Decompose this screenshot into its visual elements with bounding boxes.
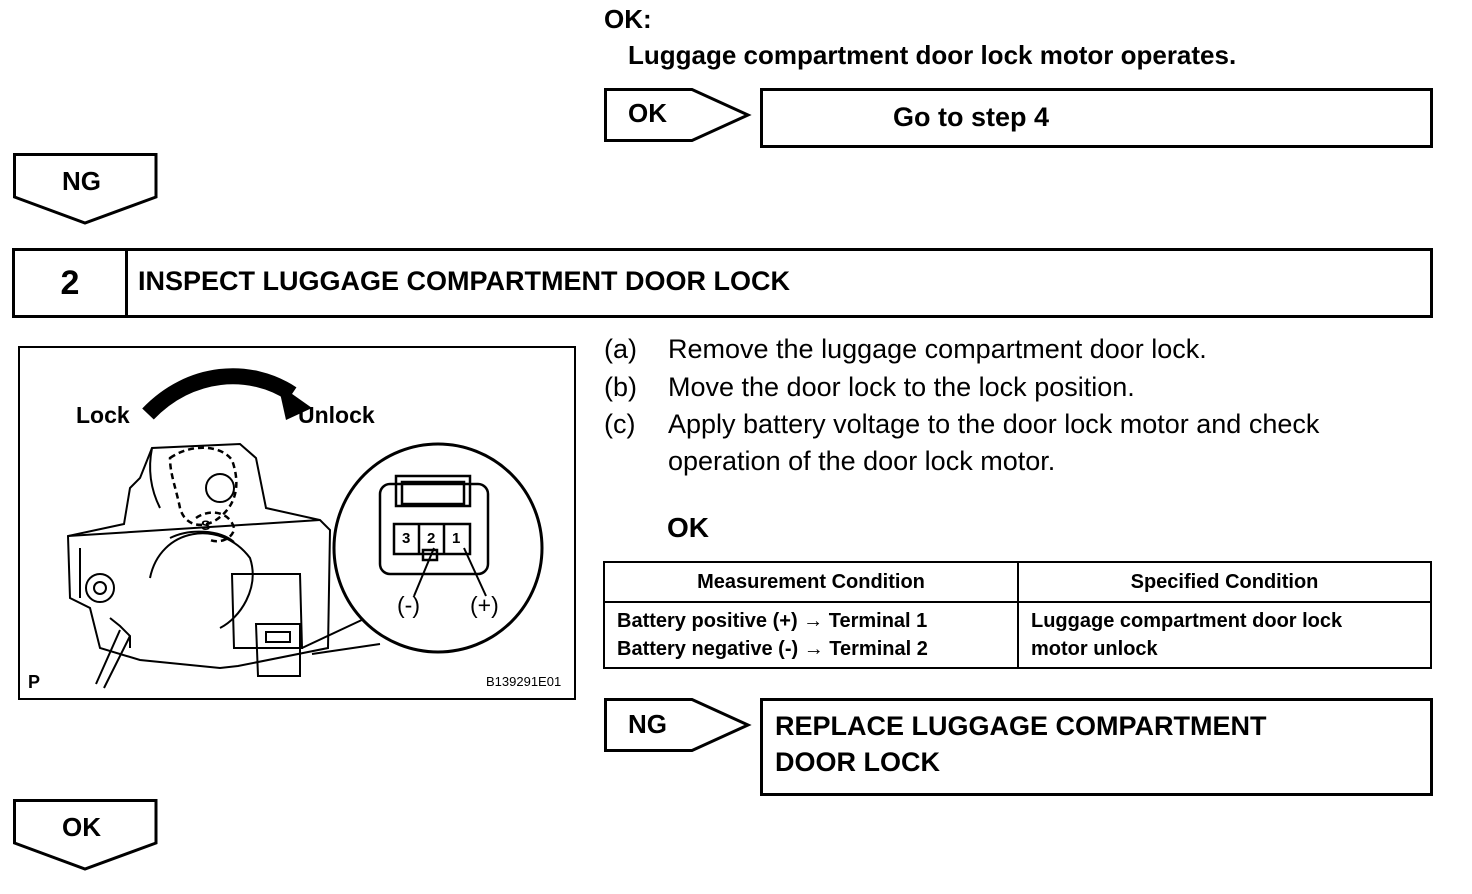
instruction-text: Remove the luggage compartment door lock…: [668, 334, 1207, 364]
ok-condition-text: Luggage compartment door lock motor oper…: [628, 40, 1237, 70]
step-header: 2 INSPECT LUGGAGE COMPARTMENT DOOR LOCK: [12, 248, 1433, 318]
replace-line-1: REPLACE LUGGAGE COMPARTMENT: [775, 711, 1267, 741]
pin-2-label: 2: [427, 530, 436, 547]
specified-condition-header: Specified Condition: [1017, 561, 1432, 603]
instruction-letter: (a): [604, 334, 637, 364]
pin-3-label: 3: [402, 530, 411, 547]
step-title: INSPECT LUGGAGE COMPARTMENT DOOR LOCK: [138, 266, 790, 296]
ok-down-tag-label: OK: [62, 812, 101, 842]
negative-terminal-label: (-): [397, 592, 420, 618]
measurement-line-1: Battery positive (+) → Terminal 1: [617, 610, 928, 632]
ng-down-arrow-tag: [13, 153, 158, 225]
rotation-arrow-icon: [142, 368, 297, 420]
ng-down-tag-label: NG: [62, 166, 101, 196]
step-number: 2: [15, 251, 128, 315]
figure-corner-label: P: [28, 672, 41, 692]
ng-tag-label: NG: [628, 709, 667, 739]
door-lock-drawing: S: [66, 368, 544, 689]
table-header-row: Measurement Condition Specified Conditio…: [603, 561, 1432, 603]
ok-heading: OK: [667, 512, 709, 543]
specification-table: Measurement Condition Specified Conditio…: [603, 561, 1432, 669]
instruction-letter: (c): [604, 409, 636, 439]
ok-down-arrow-tag: [13, 799, 158, 871]
go-to-step-box[interactable]: Go to step 4: [760, 88, 1433, 148]
door-lock-illustration: S Lock Unlock 3 2 1 (-) (+) P B139291E01: [18, 346, 576, 700]
measurement-condition-cell: Battery positive (+) → Terminal 1 Batter…: [603, 601, 1019, 669]
unlock-label: Unlock: [298, 402, 375, 428]
pin-1-label: 1: [452, 530, 461, 547]
svg-text:S: S: [201, 517, 210, 533]
figure-code: B139291E01: [486, 674, 562, 689]
measurement-condition-header: Measurement Condition: [603, 561, 1019, 603]
table-row: Battery positive (+) → Terminal 1 Batter…: [603, 601, 1432, 669]
ok-condition-label: OK:: [604, 4, 652, 34]
ok-arrow-tag: [604, 88, 752, 142]
ng-arrow-tag: [604, 698, 752, 752]
ok-tag-label: OK: [628, 98, 667, 128]
instruction-letter: (b): [604, 372, 637, 402]
lock-label: Lock: [76, 402, 130, 428]
specified-line-1: Luggage compartment door lock: [1031, 610, 1343, 632]
specified-condition-cell: Luggage compartment door lock motor unlo…: [1017, 601, 1432, 669]
specified-line-2: motor unlock: [1031, 638, 1158, 660]
replace-line-2: DOOR LOCK: [775, 747, 940, 777]
instruction-text: Apply battery voltage to the door lock m…: [668, 409, 1320, 476]
measurement-line-2: Battery negative (-) → Terminal 2: [617, 638, 928, 660]
instruction-b: (b) Move the door lock to the lock posit…: [604, 369, 1434, 409]
instruction-text: Move the door lock to the lock position.: [668, 372, 1135, 402]
go-to-step-text: Go to step 4: [893, 102, 1050, 132]
replace-door-lock-box[interactable]: REPLACE LUGGAGE COMPARTMENT DOOR LOCK: [760, 698, 1433, 796]
instruction-a: (a) Remove the luggage compartment door …: [604, 331, 1434, 371]
instruction-c: (c) Apply battery voltage to the door lo…: [604, 406, 1434, 486]
positive-terminal-label: (+): [470, 592, 499, 618]
